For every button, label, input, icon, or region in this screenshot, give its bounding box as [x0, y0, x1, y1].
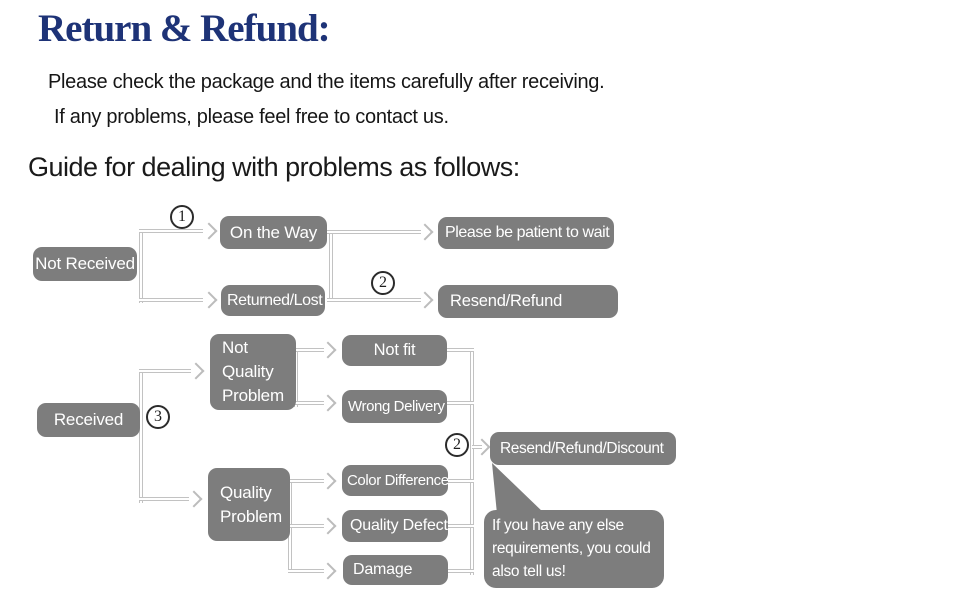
- arrowhead-returned-lost-icon: [200, 291, 218, 309]
- connector-not-received-bracket: [139, 229, 143, 303]
- arrowhead-quality-defect-icon: [319, 517, 337, 535]
- arrowhead-resend-refund-discount-icon: [473, 438, 491, 456]
- stub-color-difference: [448, 479, 474, 483]
- node-damage: Damage: [343, 555, 448, 585]
- stub-quality-defect: [448, 524, 474, 528]
- node-color-difference: Color Difference: [342, 465, 449, 496]
- node-please-wait: Please be patient to wait: [438, 217, 614, 249]
- step-marker-1: 1: [170, 205, 194, 229]
- connector-to-resend-refund-discount: [472, 445, 482, 449]
- connector-to-quality-problem: [139, 497, 189, 501]
- step-marker-2-bottom: 2: [445, 433, 469, 457]
- intro-line-2: If any problems, please feel free to con…: [54, 106, 449, 128]
- page-title: Return & Refund:: [38, 7, 331, 50]
- connector-to-damage: [288, 569, 324, 573]
- intro-line-1: Please check the package and the items c…: [48, 71, 605, 93]
- connector-to-not-quality-problem: [139, 369, 191, 373]
- connector-to-please-wait: [327, 230, 421, 234]
- node-quality-problem: Quality Problem: [208, 468, 290, 541]
- node-wrong-delivery: Wrong Delivery: [342, 390, 447, 423]
- connector-collector: [470, 348, 474, 575]
- arrowhead-resend-refund-icon: [416, 291, 434, 309]
- node-on-the-way: On the Way: [220, 216, 327, 249]
- arrowhead-not-fit-icon: [319, 341, 337, 359]
- connector-to-resend-refund: [327, 298, 421, 302]
- node-quality-defect: Quality Defect: [342, 510, 448, 542]
- node-resend-refund-discount: Resend/Refund/Discount: [490, 432, 676, 465]
- connector-to-quality-defect: [288, 524, 324, 528]
- node-not-received: Not Received: [33, 247, 137, 281]
- step-marker-3: 3: [146, 405, 170, 429]
- stub-not-fit: [447, 348, 474, 352]
- guide-heading: Guide for dealing with problems as follo…: [28, 152, 520, 182]
- arrowhead-please-wait-icon: [416, 223, 434, 241]
- connector-on-the-way-drop: [329, 230, 333, 302]
- arrowhead-color-difference-icon: [319, 472, 337, 490]
- speech-bubble-note: If you have any else requirements, you c…: [484, 510, 664, 588]
- arrowhead-quality-problem-icon: [185, 490, 203, 508]
- node-not-quality-problem: Not Quality Problem: [210, 334, 296, 410]
- connector-to-not-fit: [294, 348, 324, 352]
- node-returned-lost: Returned/Lost: [221, 285, 325, 316]
- connector-to-color-difference: [288, 479, 324, 483]
- connector-to-on-the-way: [139, 229, 203, 233]
- arrowhead-not-quality-problem-icon: [187, 362, 205, 380]
- speech-bubble-tail: [492, 463, 545, 514]
- arrowhead-damage-icon: [319, 562, 337, 580]
- stub-wrong-delivery: [447, 401, 474, 405]
- arrowhead-on-the-way-icon: [200, 222, 218, 240]
- node-resend-refund: Resend/Refund: [438, 285, 618, 318]
- arrowhead-wrong-delivery-icon: [319, 394, 337, 412]
- connector-to-wrong-delivery: [294, 401, 324, 405]
- stub-damage: [448, 569, 474, 573]
- connector-received-bracket: [139, 369, 143, 503]
- step-marker-2-top: 2: [371, 271, 395, 295]
- node-received: Received: [37, 403, 140, 437]
- node-not-fit: Not fit: [342, 335, 447, 366]
- connector-to-returned-lost: [139, 298, 203, 302]
